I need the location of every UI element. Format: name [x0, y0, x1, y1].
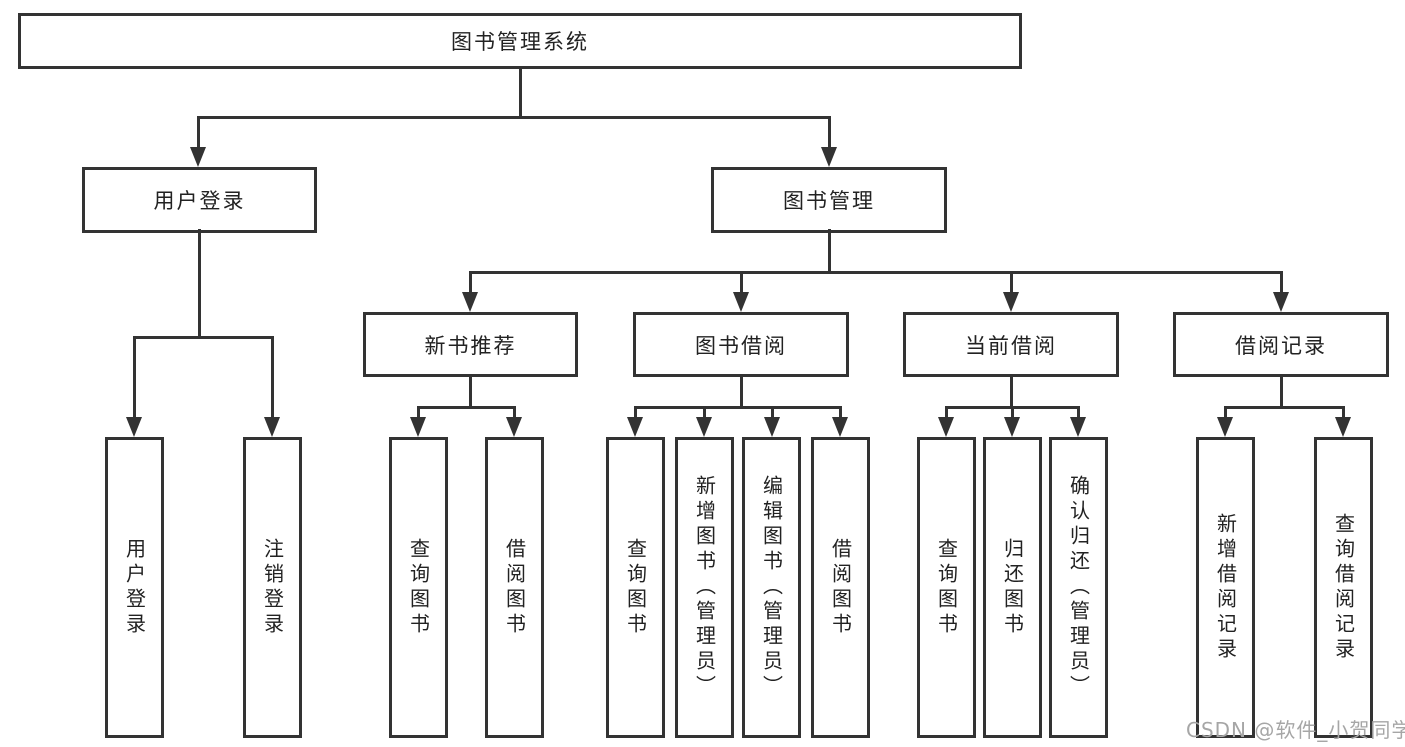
node-library-system: 图书管理系统: [18, 13, 1022, 69]
arrowhead-borrow-recommend: [506, 417, 522, 437]
connector-root-stem: [519, 66, 522, 119]
node-new-book-recommend-label: 新书推荐: [424, 333, 517, 358]
leaf-logout-label: 注销登录: [260, 537, 285, 638]
node-book-borrowing: 图书借阅: [633, 312, 849, 377]
arrowhead-query-recommend: [410, 417, 426, 437]
leaf-query-borrow-record: 查询借阅记录: [1314, 437, 1373, 738]
leaf-query-borrow-record-label: 查询借阅记录: [1331, 512, 1356, 663]
connector-records-bus: [1224, 406, 1345, 409]
connector-drop-query-recommend: [417, 406, 420, 420]
leaf-borrow-books-recommend-label: 借阅图书: [502, 537, 527, 638]
node-book-management-label: 图书管理: [783, 189, 875, 213]
arrowhead-book-management: [821, 147, 837, 167]
connector-recommend-bus: [417, 406, 515, 409]
leaf-confirm-return-admin-label: 确认归还（管理员）: [1066, 475, 1091, 700]
connector-current-stem: [1010, 374, 1013, 409]
arrowhead-query-current: [938, 417, 954, 437]
leaf-add-book-admin: 新增图书（管理员）: [675, 437, 734, 738]
leaf-add-borrow-record: 新增借阅记录: [1196, 437, 1255, 738]
leaf-borrow-books-borrowing: 借阅图书: [811, 437, 870, 738]
connector-records-stem: [1280, 374, 1283, 409]
connector-user-stem: [198, 229, 201, 339]
arrowhead-confirm-return: [1070, 417, 1086, 437]
connector-drop-query-borrowing: [634, 406, 637, 420]
leaf-query-books-recommend: 查询图书: [389, 437, 448, 738]
connector-recommend-stem: [469, 374, 472, 409]
leaf-user-login-label: 用户登录: [122, 537, 147, 638]
node-library-system-label: 图书管理系统: [451, 30, 589, 54]
connector-drop-current: [1010, 271, 1013, 296]
leaf-query-books-borrowing-label: 查询图书: [623, 537, 648, 638]
leaf-add-borrow-record-label: 新增借阅记录: [1213, 512, 1238, 663]
connector-drop-leaf-user-login: [133, 336, 136, 422]
leaf-logout: 注销登录: [243, 437, 302, 738]
watermark: CSDN @软件_小贺同学: [1186, 718, 1405, 742]
node-new-book-recommend: 新书推荐: [363, 312, 578, 377]
leaf-user-login: 用户登录: [105, 437, 164, 738]
connector-drop-query-current: [945, 406, 948, 420]
arrowhead-borrow-borrowing: [832, 417, 848, 437]
connector-drop-borrow-recommend: [513, 406, 516, 420]
arrowhead-user-login: [190, 147, 206, 167]
connector-drop-leaf-logout: [271, 336, 274, 422]
arrowhead-borrowing: [733, 292, 749, 312]
connector-root-bus: [197, 116, 831, 119]
leaf-confirm-return-admin: 确认归还（管理员）: [1049, 437, 1108, 738]
node-user-login-label: 用户登录: [153, 189, 246, 213]
connector-drop-user: [197, 116, 200, 151]
leaf-query-books-current-label: 查询图书: [934, 537, 959, 638]
connector-drop-confirm-return: [1077, 406, 1080, 420]
leaf-borrow-books-borrowing-label: 借阅图书: [828, 537, 853, 638]
leaf-borrow-books-recommend: 借阅图书: [485, 437, 544, 738]
leaf-query-books-current: 查询图书: [917, 437, 976, 738]
arrowhead-return-book: [1004, 417, 1020, 437]
node-borrow-records-label: 借阅记录: [1235, 333, 1327, 358]
arrowhead-leaf-user-login: [126, 417, 142, 437]
arrowhead-records: [1273, 292, 1289, 312]
arrowhead-add-book: [696, 417, 712, 437]
node-current-borrowing-label: 当前借阅: [965, 333, 1057, 358]
leaf-return-book-label: 归还图书: [1000, 537, 1025, 638]
arrowhead-add-record: [1217, 417, 1233, 437]
node-borrow-records: 借阅记录: [1173, 312, 1389, 377]
connector-drop-recommend: [469, 271, 472, 296]
connector-drop-return-book: [1011, 406, 1014, 420]
leaf-edit-book-admin: 编辑图书（管理员）: [742, 437, 801, 738]
connector-drop-borrow-borrowing: [839, 406, 842, 420]
arrowhead-current: [1003, 292, 1019, 312]
connector-drop-edit-book: [771, 406, 774, 420]
connector-books-bus: [469, 271, 1283, 274]
node-current-borrowing: 当前借阅: [903, 312, 1119, 377]
arrowhead-recommend: [462, 292, 478, 312]
node-user-login: 用户登录: [82, 167, 317, 233]
connector-drop-add-record: [1224, 406, 1227, 420]
arrowhead-leaf-logout: [264, 417, 280, 437]
node-book-management: 图书管理: [711, 167, 947, 233]
connector-borrowing-stem: [740, 374, 743, 409]
leaf-query-books-borrowing: 查询图书: [606, 437, 665, 738]
arrowhead-edit-book: [764, 417, 780, 437]
leaf-edit-book-admin-label: 编辑图书（管理员）: [759, 475, 784, 700]
connector-drop-books: [828, 116, 831, 151]
connector-borrowing-bus: [634, 406, 841, 409]
leaf-return-book: 归还图书: [983, 437, 1042, 738]
arrowhead-query-borrowing: [627, 417, 643, 437]
node-book-borrowing-label: 图书借阅: [695, 333, 787, 358]
connector-drop-add-book: [703, 406, 706, 420]
connector-drop-records: [1280, 271, 1283, 296]
leaf-query-books-recommend-label: 查询图书: [406, 537, 431, 638]
arrowhead-query-record: [1335, 417, 1351, 437]
connector-books-stem: [828, 229, 831, 274]
connector-drop-borrowing: [740, 271, 743, 296]
connector-user-bus: [133, 336, 274, 339]
connector-drop-query-record: [1342, 406, 1345, 420]
leaf-add-book-admin-label: 新增图书（管理员）: [692, 475, 717, 700]
